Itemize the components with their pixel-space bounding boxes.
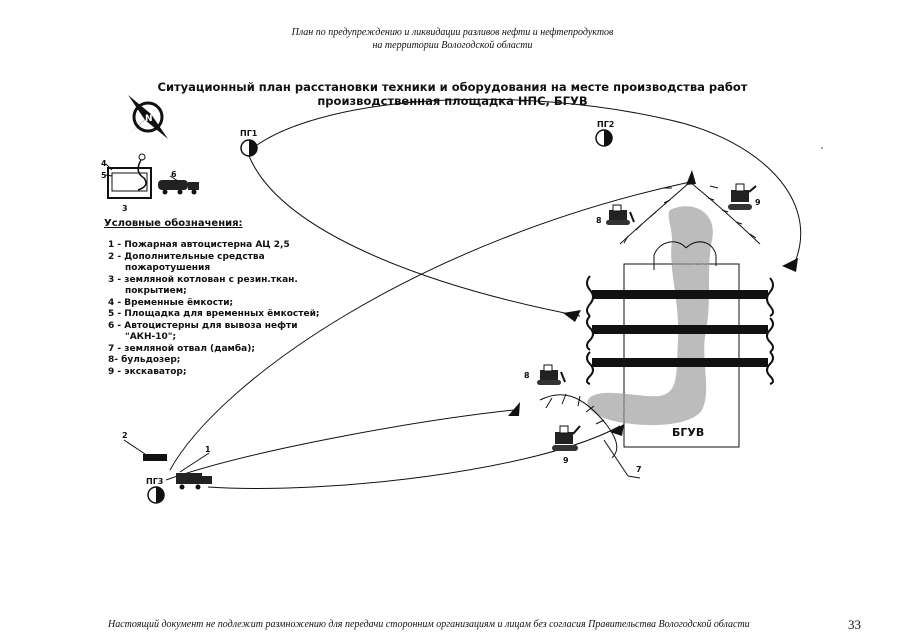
plan-title-line-2: производственная площадка НПС, БГУВ <box>317 94 588 108</box>
hose-lines <box>165 98 801 489</box>
containment-booms <box>586 275 774 385</box>
legend-list: 1 - Пожарная автоцистерна АЦ 2,5 2 - Доп… <box>108 240 319 378</box>
earthen-berm-bottom <box>539 393 641 479</box>
oil-spill-area <box>587 206 713 426</box>
hydrant-pg2-icon <box>595 129 613 147</box>
legend-item-4: 4 - Временные ёмкости; <box>108 297 234 308</box>
svg-text:N: N <box>145 114 153 124</box>
legend-item-2-cont: пожаротушения <box>125 263 211 273</box>
legend-item-5: 5 - Площадка для временных ёмкостей; <box>108 309 320 319</box>
legend-title: Условные обозначения: <box>104 218 243 229</box>
label-num-8-top: 8 <box>596 216 602 225</box>
hydrant-pg1-icon <box>240 139 258 157</box>
label-num-8-left: 8 <box>524 371 530 380</box>
temporary-tanks-pit-icon <box>105 153 152 199</box>
legend-item-6: 6 - Автоцистерны для вывоза нефти <box>108 320 298 331</box>
label-num-5: 5 <box>101 171 107 180</box>
label-num-2: 2 <box>122 431 128 440</box>
label-pg3: ПГ3 <box>146 477 163 486</box>
label-num-7: 7 <box>636 465 642 474</box>
label-pg2: ПГ2 <box>597 120 614 129</box>
plan-title-line-1: Ситуационный план расстановки техники и … <box>157 80 748 94</box>
label-num-1: 1 <box>205 445 211 454</box>
bguv-label: БГУВ <box>672 426 704 439</box>
legend-item-7: 7 - земляной отвал (дамба); <box>108 343 255 354</box>
excavator-icon-top <box>728 183 757 210</box>
label-num-9-top: 9 <box>755 198 761 207</box>
label-pg1: ПГ1 <box>240 129 258 138</box>
header-line-2: на территории Вологодской области <box>372 40 533 51</box>
bulldozer-icon-left <box>537 364 566 385</box>
legend-item-2: 2 - Дополнительные средства <box>108 251 265 262</box>
label-num-3: 3 <box>122 204 128 213</box>
page-number: 33 <box>848 617 861 632</box>
legend-item-3: 3 - земляной котлован с резин.ткан. <box>108 274 298 285</box>
footer-notice: Настоящий документ не подлежит размножен… <box>108 619 750 630</box>
earthen-berm-top <box>619 181 761 270</box>
oil-tanker-truck-icon <box>158 175 199 195</box>
excavator-icon-bottom <box>552 425 581 451</box>
hose-arrowheads <box>508 170 798 436</box>
label-num-6: 6 <box>171 170 177 179</box>
fire-truck-icon <box>176 452 212 490</box>
hydrant-pg3-icon <box>147 486 165 504</box>
compass-rose-icon: N <box>128 95 168 139</box>
legend-item-3-cont: покрытием; <box>125 286 187 296</box>
header-line-1: План по предупреждению и ликвидации разл… <box>291 27 614 38</box>
legend-item-9: 9 - экскаватор; <box>108 366 187 377</box>
legend-item-1: 1 - Пожарная автоцистерна АЦ 2,5 <box>108 240 290 250</box>
extra-firefighting-means-icon <box>123 439 167 461</box>
legend-item-8: 8- бульдозер; <box>108 355 181 365</box>
label-num-4: 4 <box>101 159 107 168</box>
legend-item-6-cont: "АКН-10"; <box>125 332 177 342</box>
bulldozer-icon-top <box>606 204 635 225</box>
label-num-9-bottom: 9 <box>563 456 569 465</box>
